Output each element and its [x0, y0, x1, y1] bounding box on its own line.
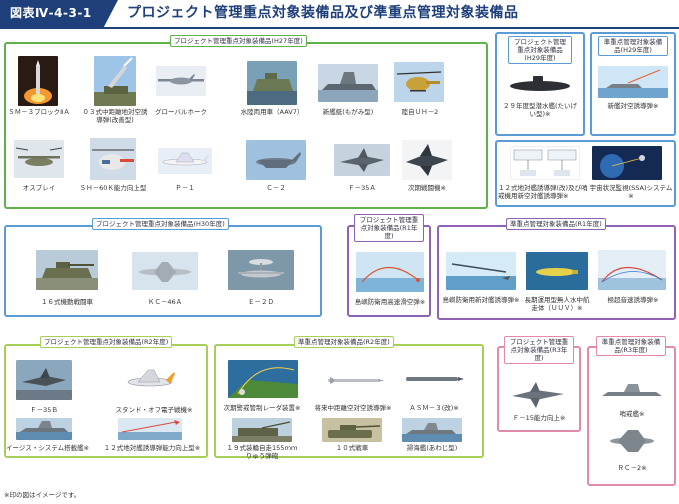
panel-r3-semi-title-text: 準重点管理対象装備品(R3年度) [601, 338, 661, 355]
caption-aav7: 水陸両用車（AAV7） [240, 108, 304, 116]
image-p1 [158, 148, 212, 174]
caption-chu-sam: ０３式中距離地対空誘導弾(改善型) [82, 108, 148, 125]
panel-r2-semi-title: 準重点管理対象装備品(R2年度) [294, 336, 394, 349]
image-global-hawk [156, 66, 206, 96]
panel-r2-title: プロジェクト管理重点対象装備品(R2年度) [40, 336, 173, 349]
caption-p1: Ｐ－１ [175, 184, 195, 192]
panel-r3-semi-title: 準重点管理対象装備品(R3年度) [596, 336, 666, 357]
image-type19-howitzer [232, 418, 292, 442]
image-patrol-vessel [598, 380, 666, 404]
image-future-aam [322, 372, 386, 388]
image-standoff-ew [118, 362, 182, 400]
caption-osprey: オスプレイ [22, 184, 56, 192]
panel-r1-title: プロジェクト管理重点対象装備品(R1年度) [354, 214, 424, 243]
caption-asm3: ＡＳＭ－３(改)※ [409, 404, 459, 412]
image-taigei [505, 72, 575, 96]
caption-uh2: 陸自ＵＨ－2 [401, 108, 439, 116]
caption-hvgp: 島嶼防衛用高速滑空弾※ [354, 298, 426, 306]
image-type12-ssm [510, 146, 580, 180]
image-type12-improved [118, 418, 182, 440]
image-aav7 [247, 61, 297, 105]
panel-r3-title-text: プロジェクト管理重点対象装備品(R3年度) [509, 338, 569, 363]
image-ssa-system [592, 146, 662, 180]
panel-r3-title: プロジェクト管理重点対象装備品(R3年度) [504, 336, 574, 365]
image-kc46a [132, 252, 198, 290]
image-rc2 [598, 424, 666, 456]
image-e2d [228, 250, 294, 290]
caption-f35b: Ｆ－35Ｂ [30, 406, 58, 414]
image-sm3 [18, 56, 58, 106]
image-aegis-ship [16, 418, 72, 440]
caption-type16-mcv: １６式機動戦闘車 [41, 298, 93, 306]
figure-header: 図表Ⅳ-4-3-1 プロジェクト管理重点対象装備品及び準重点管理対象装備品 [0, 0, 679, 29]
panel-h29-semi-title-text: 準重点管理対象装備品(H29年度) [603, 38, 663, 55]
caption-mogami: 新艦艇(もがみ型) [322, 108, 374, 116]
image-chu-sam [94, 56, 136, 106]
caption-rc2: ＲＣ－2※ [617, 464, 647, 472]
caption-patrol-vessel: 哨戒艦※ [619, 410, 645, 418]
image-awaji [402, 418, 462, 442]
image-new-ship-sam [598, 66, 668, 98]
image-f35a [334, 144, 390, 176]
image-osprey [14, 140, 64, 178]
image-new-asm [446, 252, 516, 290]
caption-global-hawk: グローバルホーク [155, 108, 207, 116]
panel-h27-title: プロジェクト管理重点対象装備品(H27年度) [170, 35, 307, 48]
caption-c2: Ｃ－２ [266, 184, 286, 192]
caption-standoff-ew: スタンド・オフ電子戦機※ [115, 406, 193, 414]
caption-type12-ssm: １２式地対艦誘導弾(改)及び哨戒機用新空対艦誘導弾※ [498, 184, 588, 201]
caption-sm3: ＳＭ－３ブロックⅡＡ [8, 108, 70, 116]
caption-aegis-ship: イージス・システム搭載艦※ [6, 444, 90, 452]
caption-f35a: Ｆ－35Ａ [348, 184, 376, 192]
image-uh2 [394, 62, 444, 102]
caption-future-aam: 将来中距離空対空誘導弾※ [314, 404, 392, 412]
footnote: ※印の図はイメージです。 [4, 491, 81, 499]
image-sh60k [90, 138, 136, 180]
image-hvgp [356, 252, 424, 292]
figure-number: 図表Ⅳ-4-3-1 [0, 0, 118, 27]
panel-h29-semi [590, 32, 676, 136]
panel-r1-semi-title: 準重点管理対象装備品(R1年度) [506, 218, 606, 231]
caption-type12-improved: １２式地対艦誘導弾能力向上型※ [103, 444, 201, 452]
caption-new-asm: 島嶼防衛用新対艦誘導弾※ [442, 296, 520, 304]
image-f35b [16, 360, 72, 400]
caption-hgv: 極超音速誘導弾※ [607, 296, 659, 304]
caption-type19-howitzer: １９式装輪自走155ｍｍりゅう弾砲 [226, 444, 298, 461]
caption-taigei: ２９年度型潜水艦(たいげい型)※ [502, 102, 578, 119]
image-hgv [598, 250, 666, 290]
image-c2 [246, 140, 306, 180]
caption-next-fighter: 次期戦闘機※ [408, 184, 446, 192]
caption-awaji: 掃海艦(あわじ型) [406, 444, 458, 452]
image-mogami [318, 64, 378, 102]
panel-h29-semi-title: 準重点管理対象装備品(H29年度) [598, 36, 668, 57]
panel-h29-extra [495, 140, 676, 207]
image-radar [228, 360, 298, 398]
image-uuv [526, 252, 588, 290]
caption-sh60k: ＳＨ－60Ｋ能力向上型 [79, 184, 147, 192]
caption-uuv: 長期運用型無人水中航走体（ＵＵＶ）※ [524, 296, 590, 313]
caption-new-ship-sam: 新艦対空誘導弾※ [607, 102, 659, 110]
panel-h29 [495, 32, 585, 136]
image-type16-mcv [36, 250, 98, 290]
panel-r1-title-text: プロジェクト管理重点対象装備品(R1年度) [359, 216, 419, 241]
image-f15-upgrade [506, 380, 572, 410]
image-next-fighter [402, 140, 452, 180]
caption-f15-upgrade: Ｆ－15能力向上※ [512, 414, 566, 422]
caption-ssa-system: 宇宙状況監視(SSA)システム※ [589, 184, 673, 201]
panel-h29-title: プロジェクト管理重点対象装備品(H29年度) [508, 36, 572, 65]
caption-e2d: Ｅ－２Ｄ [248, 298, 274, 306]
caption-radar: 次期警戒管制レーダ装置※ [223, 404, 301, 412]
caption-type10-tank: １０式戦車 [335, 444, 369, 452]
caption-kc46a: ＫＣ－46Ａ [147, 298, 183, 306]
panel-h29-title-text: プロジェクト管理重点対象装備品(H29年度) [514, 38, 566, 63]
image-asm3 [402, 370, 466, 388]
header-rule [0, 27, 679, 29]
figure-title: プロジェクト管理重点対象装備品及び準重点管理対象装備品 [127, 5, 519, 21]
panel-h30-title: プロジェクト管理重点対象装備品(H30年度) [92, 218, 229, 231]
image-type10-tank [322, 418, 382, 442]
